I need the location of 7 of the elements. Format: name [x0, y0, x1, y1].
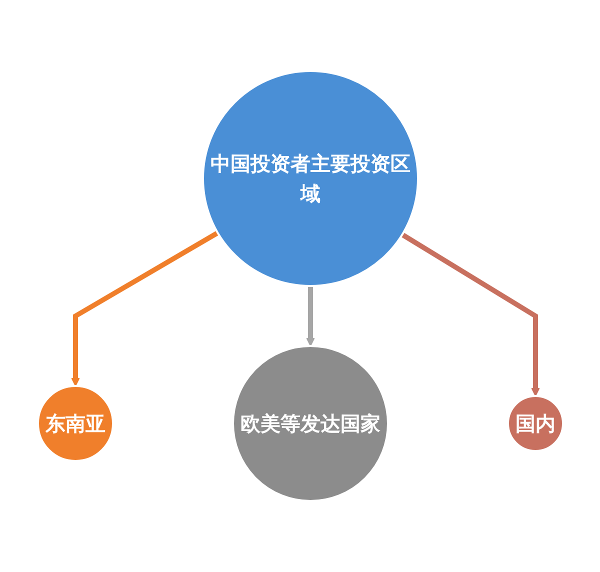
node-circle: 东南亚: [36, 385, 114, 462]
node-circle: 国内: [506, 395, 564, 452]
arrow: [400, 232, 540, 396]
node-circle: 中国投资者主要投资区域: [202, 70, 418, 287]
arrow: [70, 230, 218, 386]
arrow: [306, 286, 314, 346]
node-circle: 欧美等发达国家: [232, 345, 388, 502]
